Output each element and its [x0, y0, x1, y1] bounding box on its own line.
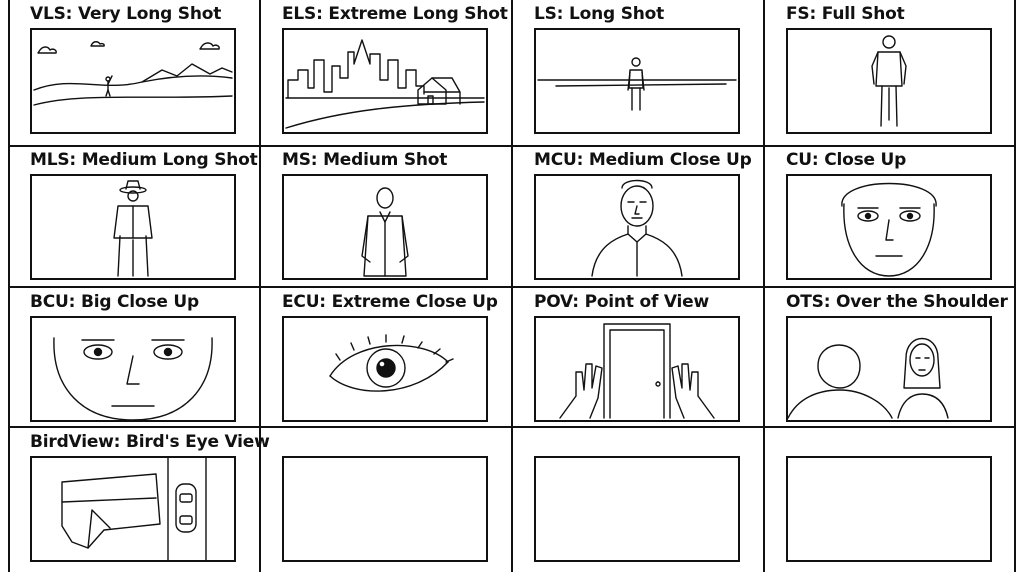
medium-close-up-illustration	[591, 179, 683, 277]
shot-frame	[534, 28, 740, 134]
shot-frame	[30, 316, 236, 422]
medium-long-shot-illustration	[113, 180, 153, 277]
shot-frame	[30, 28, 236, 134]
medium-shot-illustration	[361, 187, 409, 277]
grid-line	[8, 286, 1016, 288]
shot-frame-empty[interactable]	[282, 456, 488, 562]
shot-label: BCU: Big Close Up	[30, 292, 199, 312]
shot-frame	[786, 174, 992, 280]
long-shot-illustration	[537, 57, 737, 111]
full-shot-illustration	[871, 35, 907, 127]
shot-label: FS: Full Shot	[786, 4, 905, 24]
shot-frame	[786, 316, 992, 422]
grid-line	[8, 145, 1016, 147]
grid-line	[8, 426, 1016, 428]
shot-frame-empty[interactable]	[534, 456, 740, 562]
shot-label: OTS: Over the Shoulder	[786, 292, 1008, 312]
extreme-long-shot-illustration	[285, 39, 485, 129]
close-up-illustration	[841, 182, 937, 277]
shot-label: MS: Medium Shot	[282, 150, 448, 170]
very-long-shot-illustration	[33, 41, 233, 106]
birds-eye-view-illustration	[61, 458, 207, 560]
shot-frame-empty[interactable]	[786, 456, 992, 562]
shot-frame	[534, 174, 740, 280]
big-close-up-illustration	[53, 337, 213, 420]
shot-label: MCU: Medium Close Up	[534, 150, 752, 170]
shot-label: MLS: Medium Long Shot	[30, 150, 258, 170]
shot-frame	[282, 174, 488, 280]
shot-label: LS: Long Shot	[534, 4, 665, 24]
shot-frame	[30, 456, 236, 562]
point-of-view-illustration	[559, 323, 715, 419]
over-the-shoulder-illustration	[788, 337, 949, 419]
shot-frame	[282, 28, 488, 134]
shot-frame	[282, 316, 488, 422]
shot-label: BirdView: Bird's Eye View	[30, 432, 270, 452]
shot-label: VLS: Very Long Shot	[30, 4, 222, 24]
extreme-close-up-eye-illustration	[329, 334, 454, 392]
shot-frame	[786, 28, 992, 134]
shot-label: ECU: Extreme Close Up	[282, 292, 498, 312]
shot-label: POV: Point of View	[534, 292, 709, 312]
shot-frame	[534, 316, 740, 422]
shot-frame	[30, 174, 236, 280]
shot-label: ELS: Extreme Long Shot	[282, 4, 508, 24]
shot-label: CU: Close Up	[786, 150, 907, 170]
